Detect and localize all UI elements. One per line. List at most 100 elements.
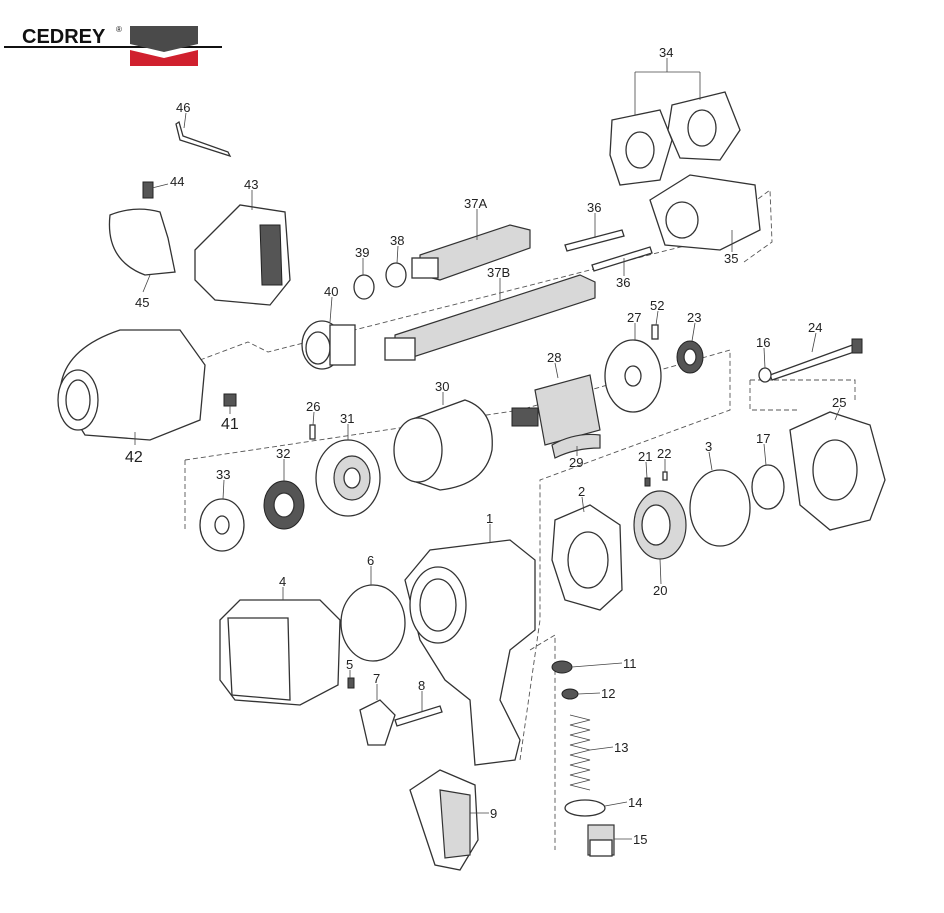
label-part-25: 25 [832,395,846,410]
part-34-hammers [609,91,741,186]
label-part-12: 12 [601,686,615,701]
label-part-29: 29 [569,455,583,470]
label-part-30: 30 [435,379,449,394]
leader-line-p46 [183,112,187,129]
part-32-bearing [263,480,305,530]
leader-line-p17 [763,443,767,466]
part-1-housing [404,539,536,766]
leader-line-p12 [577,692,601,695]
label-part-24: 24 [808,320,822,335]
part-8-pin [394,705,443,727]
part-31-front-plate [315,439,381,517]
label-part-22: 22 [657,446,671,461]
leader-line-p28 [554,362,559,379]
part-14-gasket [564,799,606,817]
part-11-nut [551,660,573,674]
part-13-spring [569,714,591,791]
label-part-33: 33 [216,467,230,482]
group-outline-valve [529,634,556,850]
part-16-washer [758,367,772,383]
leader-line-p25 [834,407,841,421]
leader-line-p3 [708,451,713,471]
label-part-27: 27 [627,310,641,325]
label-part-38: 38 [390,233,404,248]
part-9-grip [409,769,479,871]
label-part-4: 4 [279,574,286,589]
leader-line-p16 [763,347,766,369]
label-part-13: 13 [614,740,628,755]
leader-line-p11 [571,662,623,668]
label-part-28: 28 [547,350,561,365]
part-5-screw [347,677,355,689]
leader-line-p14 [604,801,628,807]
leader-line-p23 [691,322,696,342]
part-24-bolt [769,338,863,381]
label-part-44: 44 [170,174,184,189]
part-6-oring [340,584,406,662]
label-part-46: 46 [176,100,190,115]
part-40-bushing [301,320,356,370]
label-part-37A: 37A [464,196,487,211]
leader-line-p33 [222,479,225,500]
label-part-2: 2 [578,484,585,499]
part-46-hex-key [175,120,232,158]
part-21-22-pins [644,471,668,487]
label-part-23: 23 [687,310,701,325]
label-part-15: 15 [633,832,647,847]
leader-line-p26 [312,411,315,426]
part-17-oring [751,464,785,510]
label-part-11: 11 [623,656,637,671]
brand-logo: CEDREY ® [4,25,222,66]
label-part-39: 39 [355,245,369,260]
part-4-motor-cover [219,599,341,706]
part-52-pin [651,324,659,340]
label-part-8: 8 [418,678,425,693]
part-38-ring [385,262,407,288]
label-part-31: 31 [340,411,354,426]
part-42-front-boot [57,329,206,441]
leader-lines [134,58,841,840]
part-37A-anvil [411,224,531,281]
part-29-vane [551,433,601,459]
label-part-16: 16 [756,335,770,350]
brand-name: CEDREY [22,26,106,48]
logo-chevron-red [130,50,198,66]
label-part-35: 35 [724,251,738,266]
label-part-3: 3 [705,439,712,454]
registered-mark: ® [116,25,122,34]
label-part-36b: 36 [616,275,630,290]
label-part-36a: 36 [587,200,601,215]
label-part-43: 43 [244,177,258,192]
label-part-32: 32 [276,446,290,461]
part-12-washer [561,688,579,700]
group-outline-right [749,379,856,411]
leader-line-p40 [329,296,333,323]
part-30-cylinder [393,399,493,491]
leader-line-p20 [659,558,662,585]
label-part-41: 41 [221,416,239,433]
part-39-ring [353,274,375,300]
part-7-trigger [359,699,396,746]
part-15-air-inlet [587,824,615,857]
part-27-end-plate [604,339,662,413]
label-part-6: 6 [367,553,374,568]
part-23-bearing [676,340,704,374]
label-part-7: 7 [373,671,380,686]
part-33-washer [199,498,245,552]
part-28-rotor [511,374,601,446]
part-3-oring [689,469,751,547]
label-part-5: 5 [346,657,353,672]
label-part-17: 17 [756,431,770,446]
leader-line-p44 [151,183,169,189]
leader-line-p2 [581,496,585,513]
part-2-gasket [551,504,623,611]
label-part-37B: 37B [487,265,510,280]
part-20-reverse-valve [633,490,687,560]
group-outline-upper [199,189,773,361]
part-45-handle-strap [108,208,176,276]
part-44-screw [142,181,154,199]
label-part-40: 40 [324,284,338,299]
